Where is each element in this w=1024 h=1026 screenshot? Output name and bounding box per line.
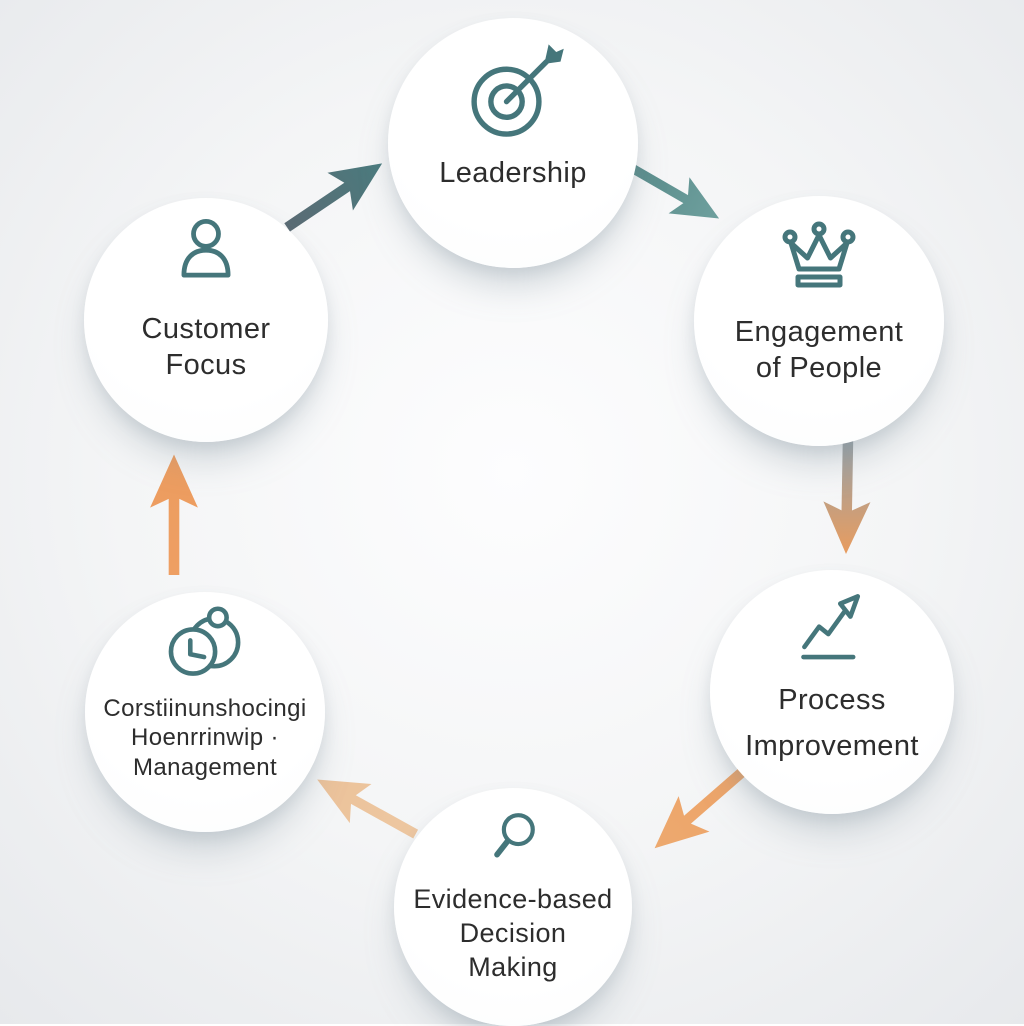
person-icon <box>158 207 254 303</box>
node-evidence-based-decision-making: Evidence-based Decision Making <box>394 788 632 1026</box>
node-customer-focus: Customer Focus <box>84 198 328 442</box>
label-line: Hoenrrinwip · <box>131 724 279 752</box>
node-label: Process Improvement <box>745 677 919 770</box>
label-line: Corstiinunshocingi <box>103 695 307 723</box>
label-line: Customer <box>141 312 271 345</box>
node-label: Evidence-based Decision Making <box>413 883 612 984</box>
label-line: Management <box>132 753 278 781</box>
magnifier-icon <box>475 803 551 879</box>
trend-up-arrow-icon <box>786 577 878 669</box>
arrow-engagement-to-process-improvement <box>823 435 871 555</box>
label-line: Making <box>468 951 558 982</box>
node-leadership: Leadership <box>388 18 638 268</box>
node-label: Corstiinunshocingi Hoenrrinwip · Managem… <box>103 694 306 782</box>
node-label: Leadership <box>439 155 587 191</box>
node-label: Customer Focus <box>142 311 271 384</box>
arrow-leadership-to-engagement <box>625 161 720 219</box>
label-line: Evidence-based <box>413 884 613 915</box>
arrow-evidence-to-continuous <box>317 779 419 839</box>
clock-cycle-icon <box>159 600 251 692</box>
node-label: Engagement of People <box>735 314 903 387</box>
node-engagement-of-people: Engagement of People <box>694 196 944 446</box>
label-line: of People <box>755 352 883 384</box>
label-line: Decision <box>459 918 567 949</box>
node-process-improvement: Process Improvement <box>710 570 954 814</box>
label-line: Engagement <box>734 315 904 348</box>
arrow-customer-focus-to-leadership <box>284 163 383 232</box>
label-line: Leadership <box>439 157 587 190</box>
label-line: Process <box>778 683 886 716</box>
label-line: Improvement <box>745 730 919 762</box>
arrow-process-improvement-to-evidence <box>654 766 748 849</box>
arrow-continuous-to-customer-focus <box>150 454 198 575</box>
label-line: Focus <box>165 349 247 381</box>
crown-icon <box>769 206 869 306</box>
target-dart-icon <box>459 39 567 147</box>
node-continuous-relationship-management: Corstiinunshocingi Hoenrrinwip · Managem… <box>85 592 325 832</box>
